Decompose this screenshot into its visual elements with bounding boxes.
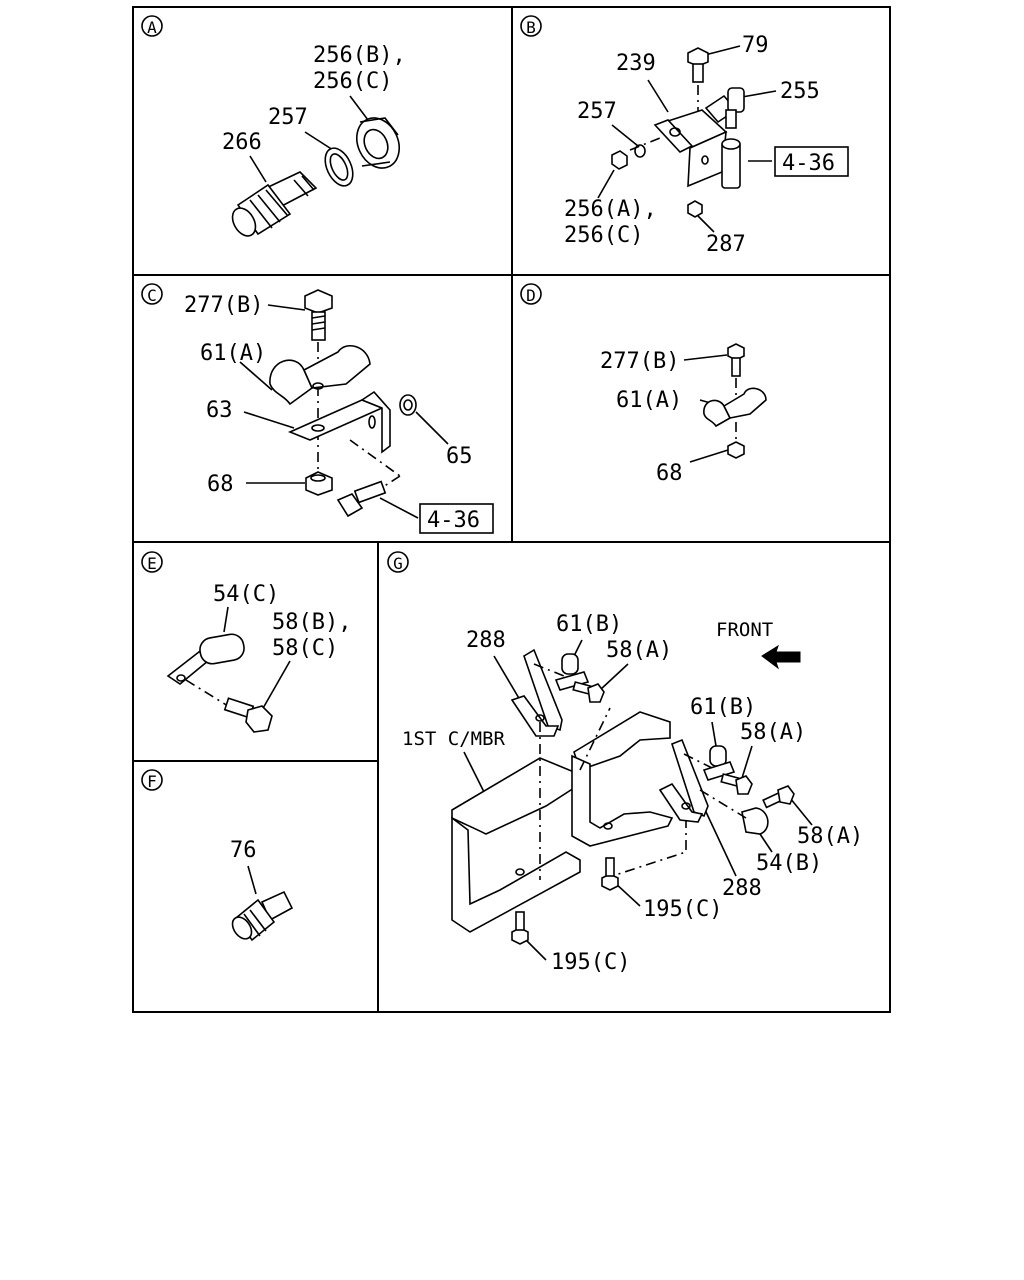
label-front: FRONT [716,619,773,641]
fitting-76-part [231,890,294,942]
fitting-part [231,171,318,237]
label-256ac-line2: 256(C) [564,223,643,248]
clamp-61a-part-d [703,387,767,428]
label-266: 266 [222,130,262,155]
bracket-part-b [653,109,728,188]
section-marker-d: D [526,286,536,305]
section-c: C 277(B) 61(A) 63 65 68 4-36 [141,283,494,534]
bracket-288-top-part [510,648,565,880]
clamp-61b-top-part [554,653,590,691]
label-256ac-line1: 256(A), [564,197,657,222]
label-257-b: 257 [577,99,617,124]
bracket-63-part [287,390,391,454]
label-58a-lower: 58(A) [797,824,863,849]
front-arrow-icon [761,644,801,670]
label-crossmember: 1ST C/MBR [402,728,506,750]
label-61b-top: 61(B) [556,612,622,637]
label-68-d: 68 [656,461,683,486]
bolt-195c-lower-part [511,911,529,945]
label-61a-d: 61(A) [616,388,682,413]
crossmember-part [451,707,687,933]
label-68-c: 68 [207,472,234,497]
label-255: 255 [780,79,820,104]
elbow-fitting-part [704,87,745,129]
section-marker-f: F [147,772,157,791]
label-54c: 54(C) [213,582,279,607]
nut-65-part [399,394,417,416]
label-288-top: 288 [466,628,506,653]
section-marker-b: B [526,18,536,37]
label-195c-lower: 195(C) [551,950,630,975]
diagram-frame [132,6,891,1013]
label-54b: 54(B) [756,851,822,876]
bolt-58a-lower-part [762,785,795,809]
label-288-bottom: 288 [722,876,762,901]
section-b: B 79 239 255 257 4-36 256(A), 256(C) 287 [520,15,849,257]
label-287: 287 [706,232,746,257]
nut-68-part-d [727,441,745,459]
label-256bc-line1: 256(B), [313,43,406,68]
bolt-277b-part-d [727,343,745,440]
reference-4-36-b: 4-36 [782,151,835,176]
label-257: 257 [268,105,308,130]
section-marker-c: C [147,286,157,305]
label-63: 63 [206,398,233,423]
washer-part-b [634,144,646,158]
bolt-277b-part-c [304,289,333,470]
bolt-58a-right-part [720,773,753,795]
reference-box-4-36-b: 4-36 [774,146,849,177]
pipe-part-b [721,138,741,189]
label-58a-top: 58(A) [606,638,672,663]
clamp-61a-part-c [269,344,371,406]
clip-54b-part [699,789,769,835]
bolt-58bc-part [223,697,273,733]
section-f: F 76 [141,769,294,942]
section-d: D 277(B) 61(A) 68 [520,283,767,486]
bolt-58a-top-part [572,681,605,703]
label-65: 65 [446,444,473,469]
label-58a-right: 58(A) [740,720,806,745]
clamp-61b-right-part [702,745,736,781]
reference-4-36-c: 4-36 [427,508,480,533]
label-79: 79 [742,33,769,58]
label-76: 76 [230,838,257,863]
nut-part-b [611,150,628,170]
bolt-ref-part-c [336,439,401,518]
label-58bc-line1: 58(B), [272,610,351,635]
section-a: A 256(B), 256(C) 257 266 [141,15,406,237]
label-256bc-line2: 256(C) [313,69,392,94]
nut-part [356,117,400,169]
clip-54c-part [166,633,245,685]
section-e: E 54(C) 58(B), 58(C) [141,551,351,733]
section-marker-e: E [147,554,157,573]
label-277b-c: 277(B) [184,293,263,318]
label-61b-right: 61(B) [690,695,756,720]
ring-part [324,147,354,187]
reference-box-4-36-c: 4-36 [419,503,494,534]
label-58bc-line2: 58(C) [272,636,338,661]
bracket-288-right-part [658,738,713,823]
label-277b-d: 277(B) [600,349,679,374]
label-239: 239 [616,51,656,76]
label-61a-c: 61(A) [200,341,266,366]
section-g: G FRONT 288 61(B) 58(A) 1ST C/MBR 61(B) … [387,551,863,975]
section-marker-a: A [147,18,157,37]
nut-287-part [687,200,703,218]
nut-68-part-c [305,471,333,496]
section-marker-g: G [393,554,403,573]
bolt-195c-upper-part [601,857,619,891]
label-195c-upper: 195(C) [643,897,722,922]
